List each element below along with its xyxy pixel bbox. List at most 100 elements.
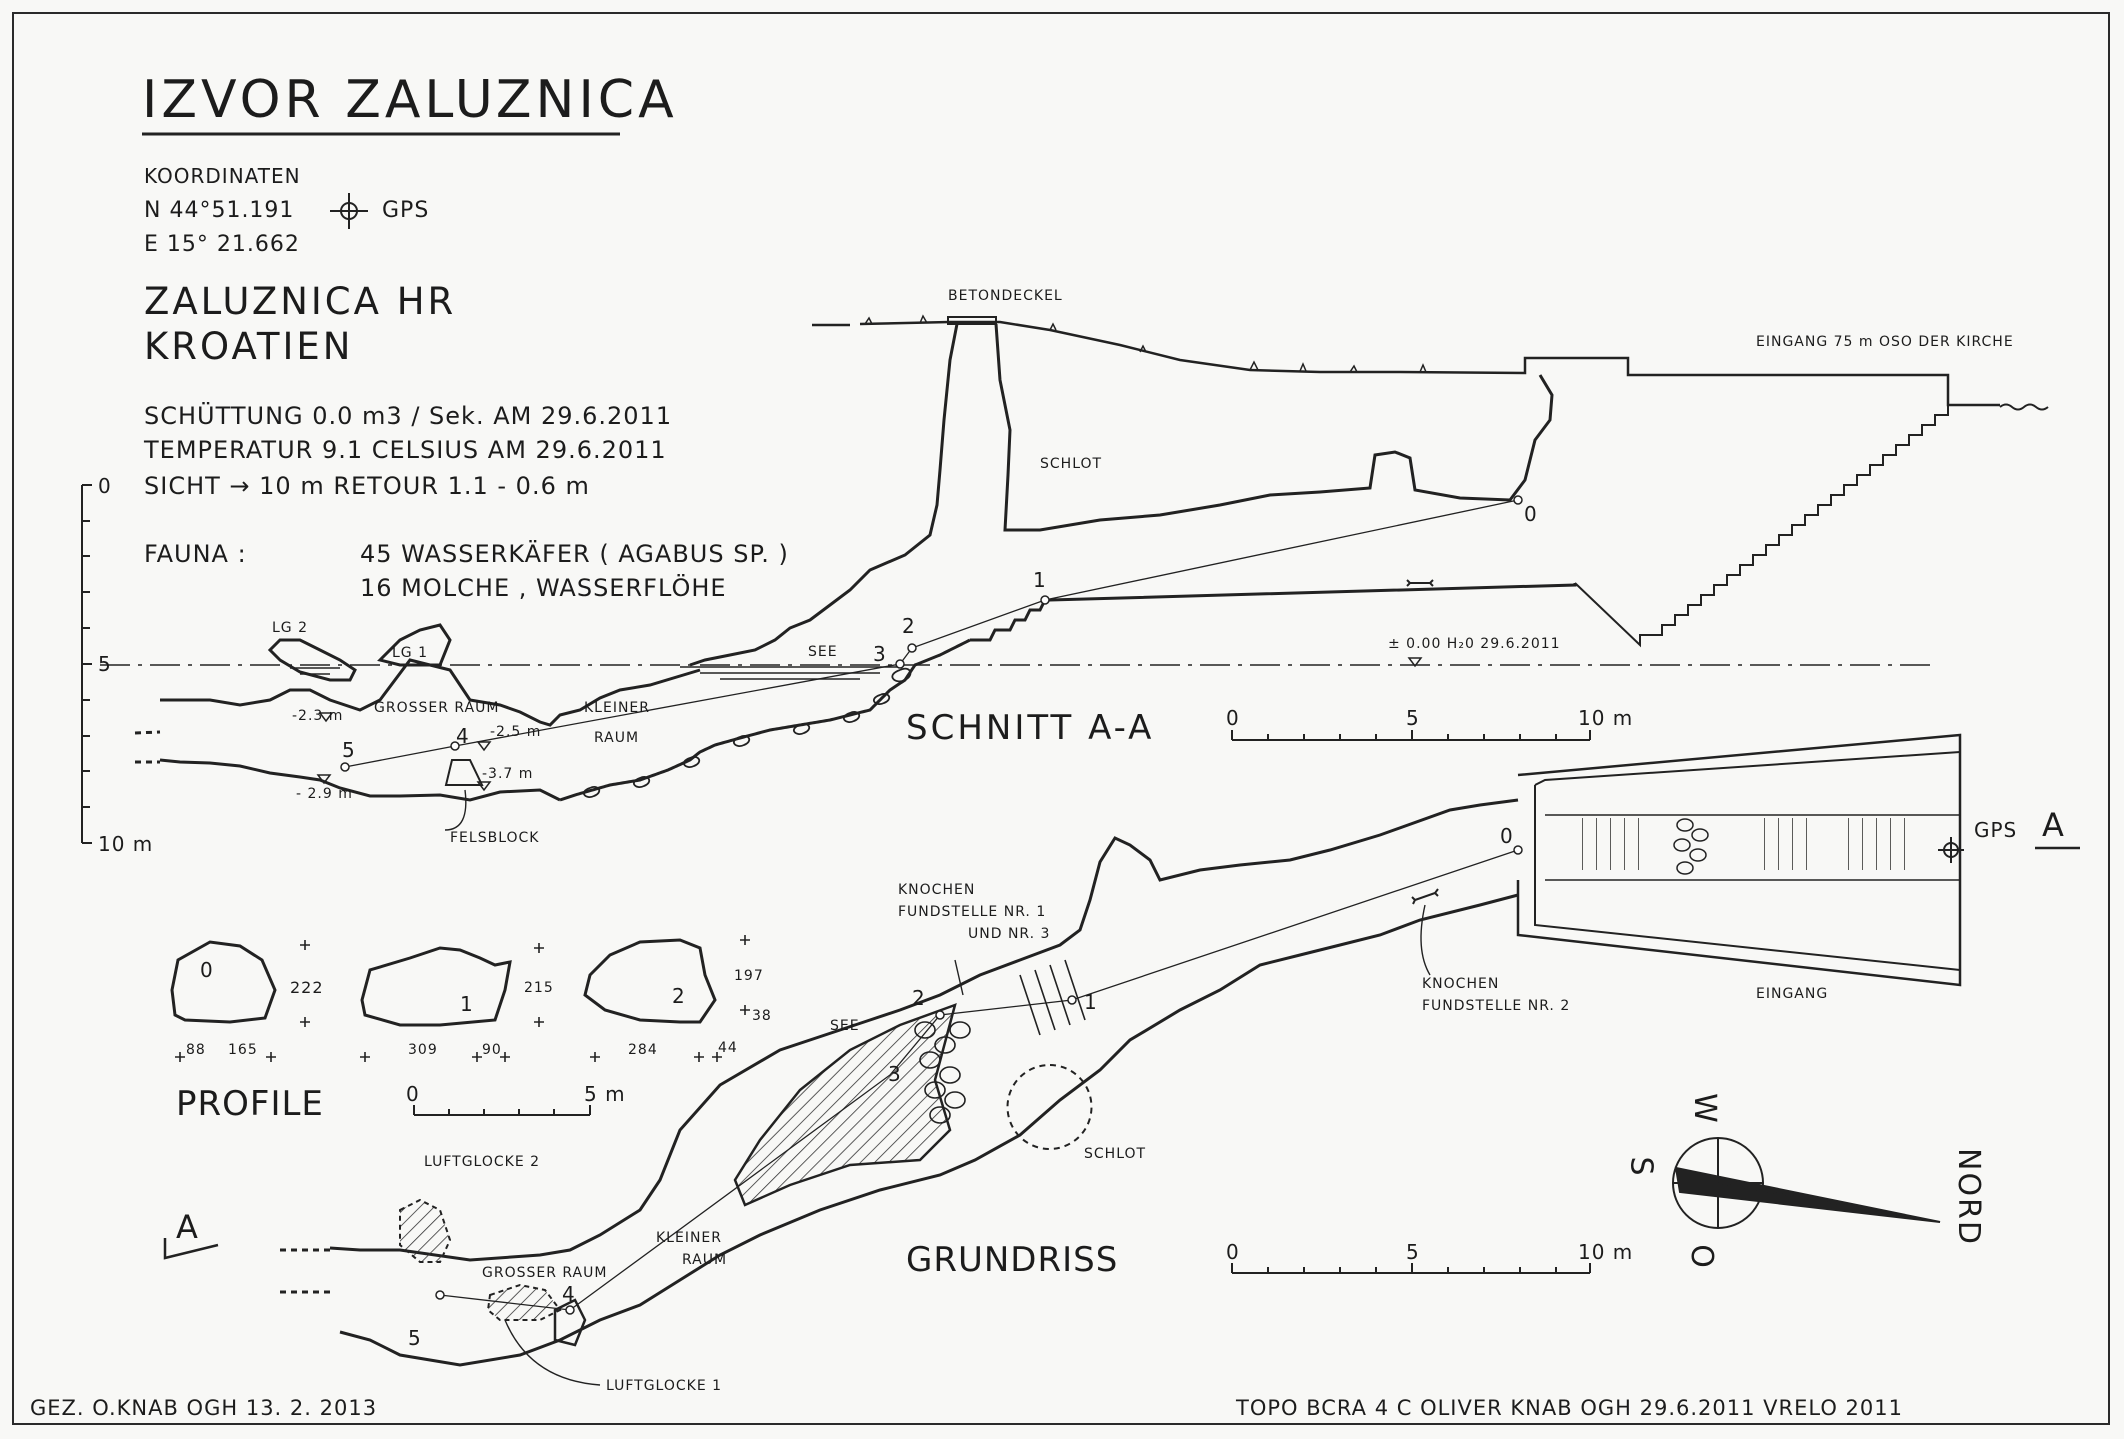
coords-gps-label: GPS bbox=[382, 198, 430, 223]
depth-scale-5: 5 bbox=[98, 652, 112, 676]
fauna-label: FAUNA : bbox=[144, 540, 247, 568]
felsblock-label: FELSBLOCK bbox=[450, 830, 540, 846]
section-station-3: 3 bbox=[873, 642, 887, 666]
kleiner-label-plan: KLEINER bbox=[656, 1230, 723, 1246]
drawing-title: IZVOR ZALUZNICA bbox=[142, 70, 678, 130]
station-marker-3 bbox=[895, 659, 905, 669]
plan-boulders bbox=[914, 1021, 971, 1124]
plan-station-1 bbox=[1067, 995, 1077, 1005]
footer-right: TOPO BCRA 4 C OLIVER KNAB OGH 29.6.2011 … bbox=[1236, 1396, 1903, 1420]
boulder-floor bbox=[582, 667, 912, 798]
location-line-1: ZALUZNICA HR bbox=[144, 280, 457, 323]
profile-2-top: 197 bbox=[734, 968, 764, 984]
plan-scale-5: 5 bbox=[1406, 1240, 1420, 1264]
depth-marker-37 bbox=[476, 781, 492, 792]
plan-title: GRUNDRISS bbox=[906, 1240, 1119, 1280]
plan-drawing bbox=[163, 733, 2080, 1386]
a-marker-label-right: A bbox=[2042, 806, 2067, 844]
luftglocke-2-label: LUFTGLOCKE 2 bbox=[424, 1154, 541, 1170]
coords-north: N 44°51.191 bbox=[144, 198, 295, 223]
section-station-1: 1 bbox=[1033, 568, 1047, 592]
compass-w: W bbox=[1686, 1093, 1722, 1126]
plan-station-4-label: 4 bbox=[562, 1282, 576, 1306]
plan-scale-10: 10 m bbox=[1578, 1240, 1634, 1264]
depth-scale-10: 10 m bbox=[98, 832, 154, 856]
grosser-raum-label-plan: GROSSER RAUM bbox=[482, 1265, 608, 1281]
profile-1-bl: 309 bbox=[408, 1042, 438, 1058]
section-station-4: 4 bbox=[456, 724, 470, 748]
eingang-label-plan: EINGANG bbox=[1756, 986, 1829, 1002]
knochen-1-label-a: KNOCHEN bbox=[898, 882, 976, 898]
profile-2-id: 2 bbox=[672, 984, 686, 1008]
shaft-left-wall bbox=[689, 323, 959, 667]
section-title: SCHNITT A-A bbox=[906, 708, 1155, 748]
info-temperature: TEMPERATUR 9.1 CELSIUS AM 29.6.2011 bbox=[144, 436, 667, 464]
luftglocke-1-plan bbox=[486, 1283, 562, 1321]
profile-2-outline bbox=[583, 938, 717, 1024]
lake-water bbox=[290, 666, 900, 680]
profile-scale-bar bbox=[413, 1105, 591, 1116]
schlot-circle bbox=[1006, 1064, 1093, 1150]
bone-icon-section bbox=[1406, 579, 1434, 587]
lg2-label: LG 2 bbox=[272, 620, 309, 636]
compass-o: O bbox=[1683, 1244, 1719, 1271]
plan-rock-4 bbox=[553, 1298, 587, 1347]
luftglocke-2-section bbox=[267, 638, 357, 682]
depth-marker-25 bbox=[476, 741, 492, 752]
schlot-label-section: SCHLOT bbox=[1040, 456, 1103, 472]
betondeckel-label: BETONDECKEL bbox=[948, 288, 1063, 304]
entrance-stairs-2 bbox=[1760, 818, 1815, 870]
depth-marker-29 bbox=[316, 774, 332, 785]
entrance-stairs-3 bbox=[1840, 818, 1905, 870]
lower-passage-floor bbox=[159, 758, 561, 802]
passage-end-dashes bbox=[134, 730, 161, 764]
ground-surface-grass bbox=[864, 314, 1427, 373]
profile-2-side: 38 bbox=[752, 1008, 772, 1024]
kleiner-label-section: KLEINER bbox=[584, 700, 651, 716]
bone-icon-plan bbox=[1411, 888, 1439, 905]
section-a-a-drawing bbox=[100, 314, 2049, 831]
location-line-2: KROATIEN bbox=[144, 325, 354, 368]
luftglocke-1-leader bbox=[504, 1319, 601, 1386]
station-marker-4 bbox=[450, 741, 460, 751]
plan-station-5 bbox=[435, 1290, 445, 1300]
lower-passage-ceiling bbox=[160, 658, 701, 727]
info-visibility: SICHT → 10 m RETOUR 1.1 - 0.6 m bbox=[144, 472, 590, 500]
profile-0-outline bbox=[170, 940, 277, 1024]
felsblock-leader bbox=[444, 789, 467, 831]
cave-floor-upper bbox=[970, 583, 1577, 642]
plan-station-3-label: 3 bbox=[888, 1062, 902, 1086]
profile-1-outline bbox=[360, 946, 512, 1027]
cross-section-profiles bbox=[170, 935, 750, 1116]
plan-station-1-label: 1 bbox=[1084, 990, 1098, 1014]
footer-left: GEZ. O.KNAB OGH 13. 2. 2013 bbox=[30, 1396, 378, 1420]
compass-nord: NORD bbox=[1951, 1148, 1986, 1246]
ground-surface bbox=[812, 320, 1538, 375]
depth-label-23: -2.3 m bbox=[292, 708, 344, 724]
section-scale-10: 10 m bbox=[1578, 706, 1634, 730]
water-level-label: ± 0.00 H₂0 29.6.2011 bbox=[1388, 636, 1561, 652]
a-marker-label-left: A bbox=[176, 1208, 201, 1246]
fauna-line-1: 45 WASSERKÄFER ( AGABUS SP. ) bbox=[360, 540, 789, 568]
entrance-box bbox=[1516, 733, 1962, 987]
lg1-label: LG 1 bbox=[392, 645, 429, 661]
section-station-5: 5 bbox=[342, 738, 356, 762]
betondeckel-lid bbox=[947, 316, 997, 325]
knochen-2-label-b: FUNDSTELLE NR. 2 bbox=[1422, 998, 1571, 1014]
entrance-corridor bbox=[1545, 814, 1960, 881]
entrance-stairs-1 bbox=[1580, 818, 1640, 870]
profiles-scale-0: 0 bbox=[406, 1082, 420, 1106]
plan-end-dashes bbox=[280, 1248, 330, 1294]
a-marker-left bbox=[163, 1238, 219, 1260]
entrance-rope bbox=[1999, 403, 2049, 411]
depth-label-37: -3.7 m bbox=[482, 766, 534, 782]
survey-line-plan bbox=[439, 849, 1519, 1311]
profile-0-id: 0 bbox=[200, 958, 214, 982]
profiles-scale-5: 5 m bbox=[584, 1082, 626, 1106]
info-flow: SCHÜTTUNG 0.0 m3 / Sek. AM 29.6.2011 bbox=[144, 402, 673, 430]
stairs bbox=[1574, 405, 1949, 648]
plan-passage-upper-wall bbox=[329, 798, 1519, 1262]
plan-station-2 bbox=[935, 1010, 945, 1020]
